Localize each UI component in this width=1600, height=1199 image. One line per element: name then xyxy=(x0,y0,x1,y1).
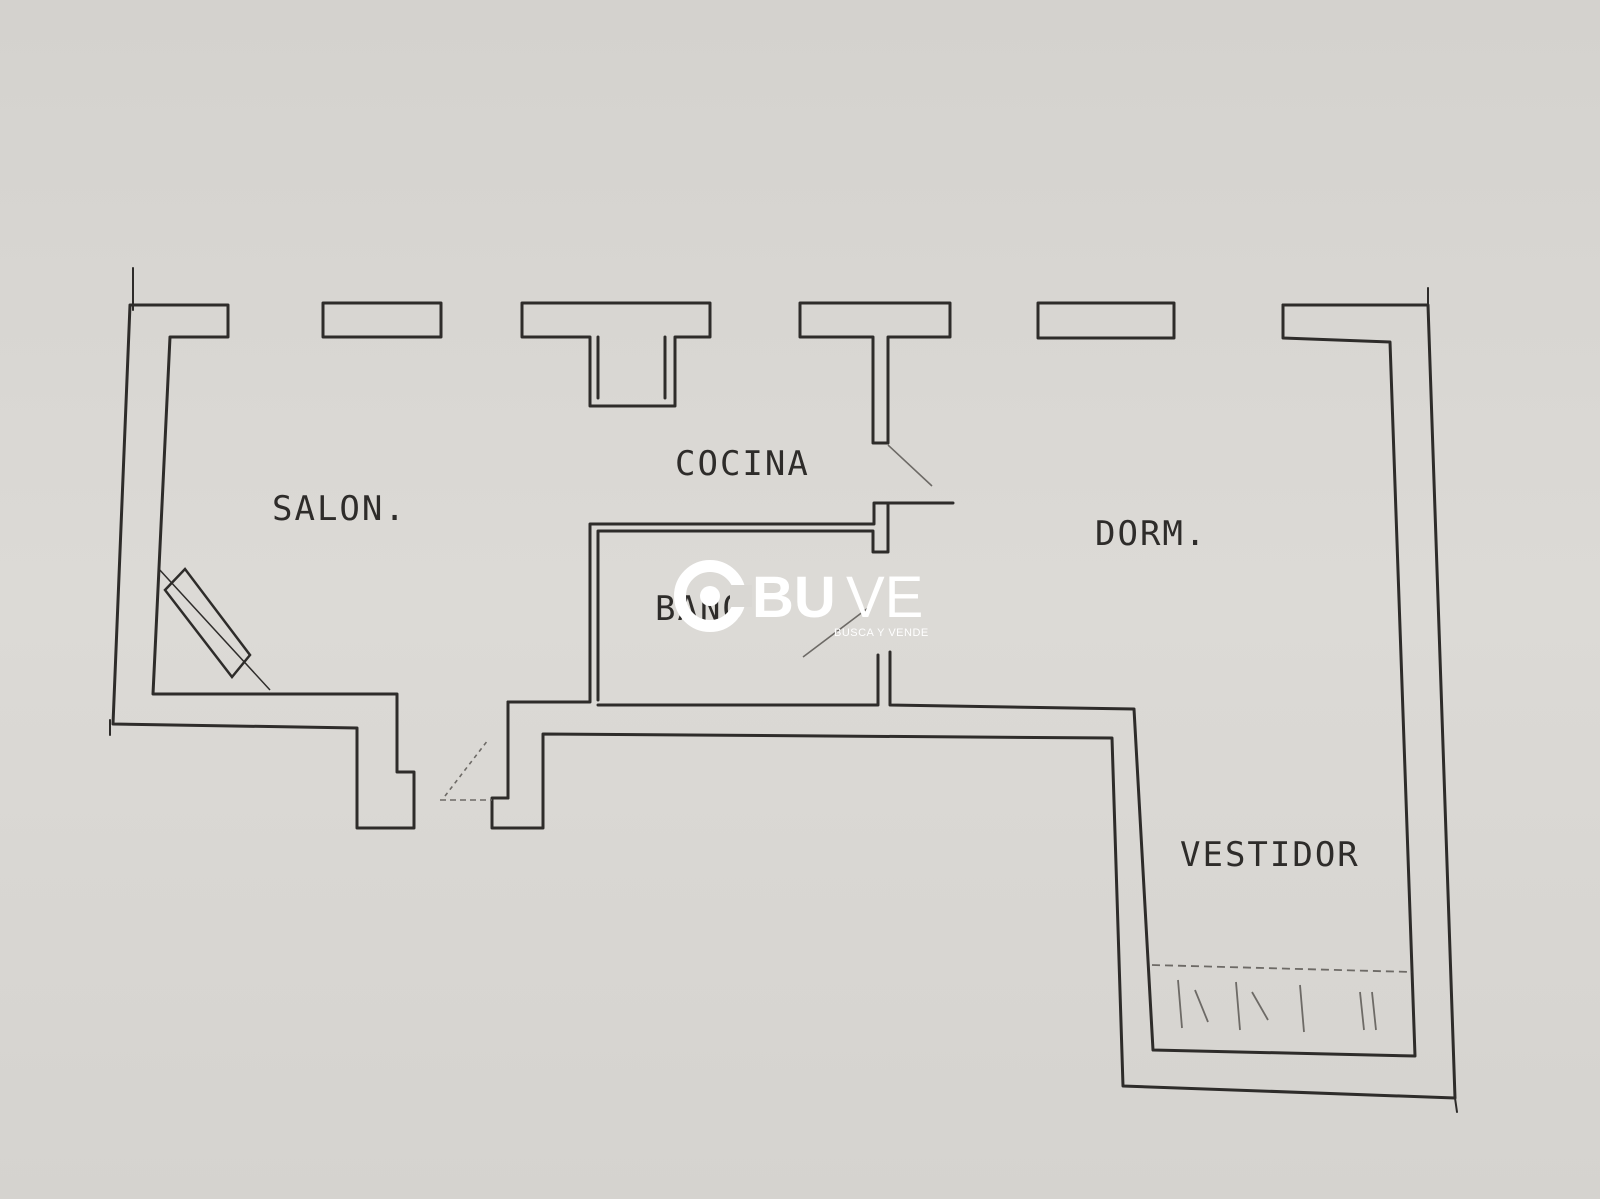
watermark-tagline: BUSCA Y VENDE xyxy=(834,627,929,639)
wardrobe-hanger-1 xyxy=(1177,979,1183,1029)
cbuve-logo-icon xyxy=(674,560,752,632)
doors xyxy=(440,444,933,801)
wall-top-segment-1 xyxy=(321,301,443,339)
wardrobe-hanger-2 xyxy=(1194,989,1209,1023)
wall-top-segment-2 xyxy=(1036,301,1176,340)
wardrobe xyxy=(1151,964,1413,1033)
door-swing-cocina-dorm xyxy=(887,444,933,487)
wall-right-and-bottom xyxy=(490,303,1457,1100)
wall-top-pillar-2 xyxy=(798,301,952,445)
radiator xyxy=(157,567,271,691)
room-label-dorm: DORM. xyxy=(1095,514,1207,554)
wardrobe-hanger-4 xyxy=(1251,991,1269,1021)
wardrobe-hanger-7 xyxy=(1371,991,1377,1031)
room-label-salon: SALON. xyxy=(272,489,407,529)
watermark-brand-bold: BU xyxy=(752,565,836,630)
radiator-line xyxy=(157,567,271,691)
wardrobe-front xyxy=(1151,964,1413,973)
door-swing-bano xyxy=(802,607,869,658)
wardrobe-hanger-5 xyxy=(1299,984,1305,1033)
wall-bano-interior xyxy=(596,501,890,702)
wall-bano-bottom xyxy=(596,653,880,707)
watermark: BU VE BUSCA Y VENDE xyxy=(674,560,929,639)
watermark-brand-thin: VE xyxy=(846,565,923,630)
wardrobe-hanger-6 xyxy=(1359,991,1365,1031)
wardrobe-hanger-3 xyxy=(1235,981,1241,1031)
frame-tick-bottom-right xyxy=(1454,1097,1458,1113)
wall-salon-outer xyxy=(111,303,416,830)
wall-right-inner xyxy=(888,303,1417,1058)
wall-top-pillar-1 xyxy=(520,301,712,408)
door-entrance-swing xyxy=(444,739,489,797)
walls xyxy=(109,267,1458,1113)
radiator-body xyxy=(163,567,252,680)
room-label-vestidor: VESTIDOR xyxy=(1180,835,1360,875)
room-label-cocina: COCINA xyxy=(675,444,810,484)
